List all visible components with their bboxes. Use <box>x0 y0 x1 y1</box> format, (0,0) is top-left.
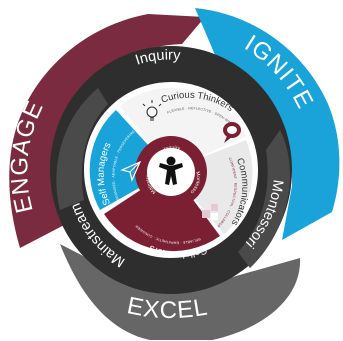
lightbulb-icon <box>142 100 162 121</box>
collaborators-segment <box>104 170 220 252</box>
curious-segment <box>120 87 246 170</box>
paper-plane-icon <box>120 160 142 182</box>
ring-accent-left <box>56 88 108 210</box>
inquiry-label: Inquiry <box>133 47 181 68</box>
child-figure-icon <box>159 156 183 185</box>
speech-bubble-icon <box>223 122 241 143</box>
hub-inquiry-label: Inquiry <box>163 145 181 153</box>
excel-label: EXCEL <box>125 292 210 324</box>
ring-accent <box>238 130 290 268</box>
self-managers-segment <box>89 110 171 210</box>
puzzle-icon <box>202 204 218 220</box>
